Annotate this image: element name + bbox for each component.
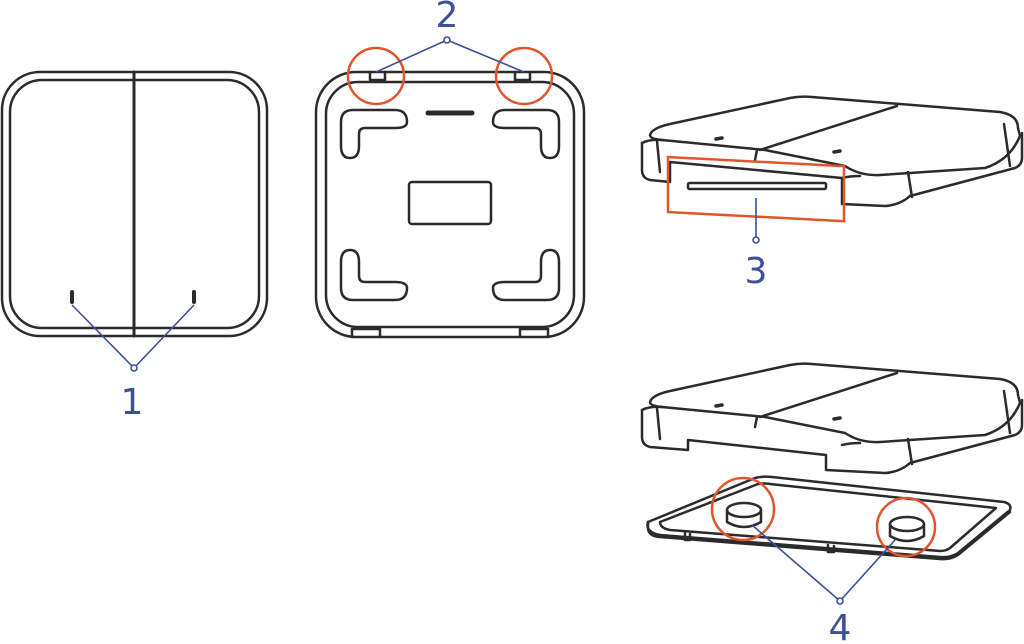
switch-back-inner-frame	[324, 80, 576, 329]
callout-2-dot	[443, 36, 451, 44]
base-peg-right-top	[888, 515, 926, 533]
side-view-top-surface	[648, 95, 1022, 177]
corner-slot-bottom-left	[339, 248, 409, 302]
corner-slot-bottom-right	[491, 248, 561, 302]
callout-1-number: 1	[121, 382, 144, 423]
callout-2-leaders	[375, 36, 525, 73]
corner-slot-top-right	[491, 108, 561, 160]
switch-back-view	[314, 70, 586, 339]
exploded-top-surface	[648, 362, 1022, 444]
callout-3-leaders	[752, 198, 760, 244]
side-view-split-line	[758, 104, 899, 152]
switch-front-view	[0, 70, 269, 338]
highlight-circle-right-notch	[494, 46, 554, 106]
callout-4-leaders	[751, 524, 896, 605]
callout-1-dot	[130, 364, 138, 372]
highlight-circle-right-peg	[875, 496, 937, 558]
highlight-notches	[346, 46, 554, 106]
callout-3-number: 3	[745, 251, 768, 292]
back-label-area	[407, 180, 493, 226]
switch-side-view	[640, 95, 1024, 208]
side-view-front-face	[640, 131, 1024, 208]
base-plate	[646, 475, 1012, 561]
highlight-circle-left-notch	[346, 46, 406, 106]
callout-3-dot	[752, 236, 760, 244]
mounting-notch-left	[368, 70, 387, 82]
mounting-notch-right	[513, 70, 532, 82]
corner-slot-top-left	[339, 108, 409, 160]
callout-4-dot	[836, 597, 844, 605]
base-peg-left-side	[725, 508, 763, 529]
callout-4-number: 4	[829, 608, 852, 644]
highlight-pegs	[710, 476, 937, 558]
base-plate-outline	[646, 475, 1012, 559]
switch-back-outer-frame	[314, 70, 586, 339]
switch-exploded-top	[640, 362, 1024, 475]
highlight-circle-left-peg	[710, 476, 776, 542]
base-plate-inner	[658, 482, 998, 553]
callout-1-leaders	[71, 304, 195, 372]
base-peg-right-side	[888, 522, 926, 543]
callout-2-number: 2	[436, 0, 459, 36]
base-peg-left-top	[725, 501, 763, 519]
exploded-front-face	[640, 398, 1024, 475]
battery-slot	[686, 181, 828, 191]
